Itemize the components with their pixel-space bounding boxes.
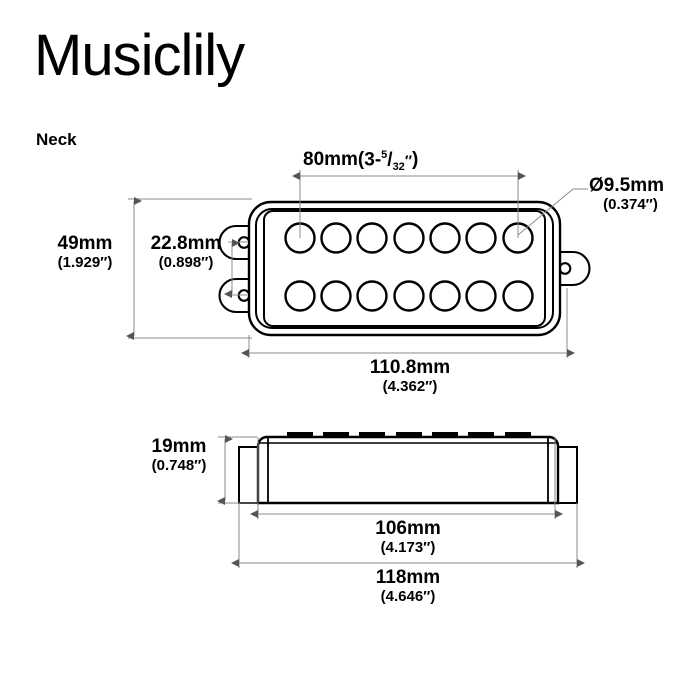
dim-label-pole-diameter: Ø9.5mm (0.374″)	[589, 175, 664, 213]
dim-overall-width	[241, 288, 575, 358]
pole-piece	[284, 280, 316, 312]
dim-total-length	[231, 503, 585, 568]
side-view-group	[217, 432, 585, 568]
dim-body-length	[250, 437, 563, 519]
page-subtitle: Neck	[36, 130, 77, 149]
pole-piece-row-bottom	[284, 280, 534, 312]
pole-piece	[429, 280, 461, 312]
pole-piece	[320, 222, 352, 254]
dim-pole-span	[292, 170, 526, 238]
dim-label-ear-spacing: 22.8mm (0.898″)	[150, 233, 222, 271]
top-view-group	[126, 170, 591, 358]
pole-piece	[429, 222, 461, 254]
dim-label-overall-height: 49mm (1.929″)	[57, 233, 113, 271]
pole-piece	[320, 280, 352, 312]
side-pole-top	[432, 432, 458, 438]
side-body-outline	[256, 435, 560, 505]
diameter-symbol: Ø	[589, 175, 604, 196]
side-pole-top	[468, 432, 494, 438]
mounting-ear-right	[558, 250, 591, 287]
dim-overall-height	[126, 197, 252, 340]
dim-label-side-height: 19mm (0.748″)	[151, 436, 207, 474]
side-pole-top	[323, 432, 349, 438]
pole-piece	[465, 280, 497, 312]
pole-piece	[465, 222, 497, 254]
side-pole-tops	[287, 432, 531, 438]
brand-title: Musiclily	[34, 23, 245, 88]
dim-label-total-length: 118mm (4.646″)	[375, 567, 441, 605]
pole-piece	[356, 222, 388, 254]
pole-piece	[356, 280, 388, 312]
side-pole-top	[287, 432, 313, 438]
pole-piece	[393, 222, 425, 254]
fraction-3-5-32: 3-5/32	[364, 149, 405, 174]
dim-label-overall-width: 110.8mm (4.362″)	[369, 357, 451, 395]
pole-piece	[502, 280, 534, 312]
side-pole-top	[359, 432, 385, 438]
dim-ear-spacing	[224, 239, 247, 298]
dim-label-body-length: 106mm (4.173″)	[375, 518, 441, 556]
mounting-screw-hole-right	[558, 262, 572, 275]
pole-piece-row-top	[284, 222, 534, 254]
side-pole-top	[505, 432, 531, 438]
dim-pole-diameter-leader	[517, 188, 588, 236]
dim-label-pole-span: 80mm(3-5/32″)	[303, 149, 419, 174]
pole-piece	[393, 280, 425, 312]
side-pole-top	[396, 432, 422, 438]
dim-side-height	[217, 435, 257, 505]
